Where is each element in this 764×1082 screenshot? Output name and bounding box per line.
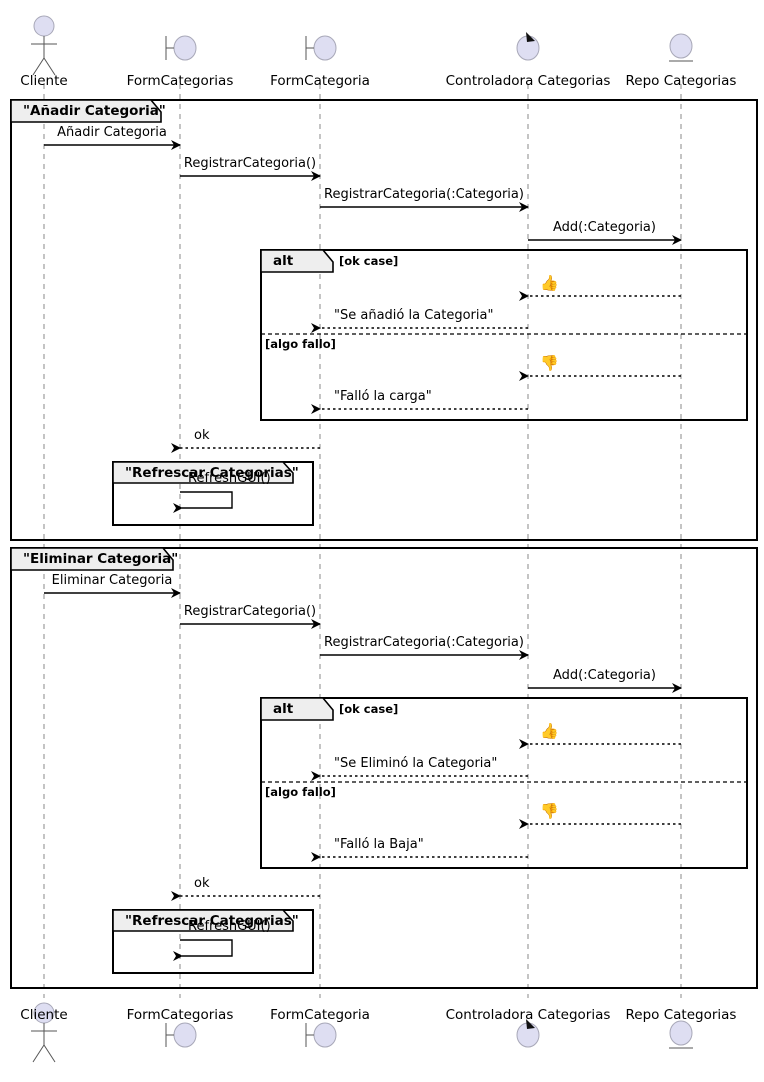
participant-label-bottom-formcategorias: FormCategorias xyxy=(126,1007,234,1023)
thumbs-up-icon: 👍 xyxy=(540,722,559,740)
message-n8-label: "Falló la Baja" xyxy=(334,837,424,852)
message-n10-label: RefreshGUI() xyxy=(188,919,271,934)
fragment-anadir-box xyxy=(10,99,758,541)
fragment-refrescar-2-label: "Refrescar Categorias" xyxy=(125,913,299,929)
control-arrow-icon xyxy=(526,32,535,42)
actor-head-icon xyxy=(33,15,55,37)
fragment-refrescar-1-header xyxy=(112,461,294,484)
participant-label-top-formcategoria: FormCategoria xyxy=(270,73,370,89)
participant-label-bottom-repo-categorias: Repo Categorias xyxy=(625,1007,737,1023)
fragment-refrescar-2-header xyxy=(112,909,294,932)
message-m4-label: Add(:Categoria) xyxy=(553,220,656,235)
message-n4-label: Add(:Categoria) xyxy=(553,668,656,683)
fragment-alt-1-label: alt xyxy=(273,253,294,269)
fragment-alt-2-box xyxy=(260,697,748,869)
fragment-anadir-label: "Añadir Categoria" xyxy=(23,103,166,119)
fragment-refrescar-1-label: "Refrescar Categorias" xyxy=(125,465,299,481)
boundary-circle-icon xyxy=(313,1022,337,1048)
message-m8-label: "Falló la carga" xyxy=(334,389,432,404)
thumbs-up-icon: 👍 xyxy=(540,274,559,292)
message-m2-label: RegistrarCategoria() xyxy=(183,156,317,171)
message-n6-label: "Se Eliminó la Categoria" xyxy=(334,756,498,771)
fragment-alt-2-guard-2: [algo fallo] xyxy=(265,785,336,799)
fragment-alt-1-header xyxy=(260,249,334,273)
entity-circle-icon xyxy=(669,33,693,59)
message-n2-label: RegistrarCategoria() xyxy=(183,604,317,619)
fragment-anadir-header xyxy=(10,99,162,123)
thumbs-down-icon: 👎 xyxy=(540,802,559,820)
actor-leg-l xyxy=(32,1044,45,1063)
message-m9-label: ok xyxy=(194,428,210,443)
message-n1-label: Eliminar Categoria xyxy=(51,573,173,588)
message-m6-label: "Se añadió la Categoria" xyxy=(334,308,494,323)
message-m1-label: Añadir Categoria xyxy=(57,125,167,140)
fragment-alt-2-header xyxy=(260,697,334,721)
boundary-circle-icon xyxy=(173,35,197,61)
fragment-eliminar-label: "Eliminar Categoria" xyxy=(23,551,179,567)
participant-label-top-controladora-categorias: Controladora Categorias xyxy=(445,73,611,89)
fragment-alt-2-label: alt xyxy=(273,701,294,717)
fragment-alt-1-guard-2: [algo fallo] xyxy=(265,337,336,351)
actor-leg-r xyxy=(43,57,56,76)
fragment-alt-2-guard-1: [ok case] xyxy=(339,702,399,716)
message-n9-label: ok xyxy=(194,876,210,891)
boundary-circle-icon xyxy=(313,35,337,61)
fragment-alt-1-box xyxy=(260,249,748,421)
actor-leg-r xyxy=(43,1044,56,1063)
fragment-eliminar-header xyxy=(10,547,174,571)
entity-circle-icon xyxy=(669,1020,693,1046)
fragment-alt-1-guard-1: [ok case] xyxy=(339,254,399,268)
message-m3-label: RegistrarCategoria(:Categoria) xyxy=(324,187,524,202)
participant-label-bottom-cliente: Cliente xyxy=(20,1007,68,1023)
participant-label-bottom-controladora-categorias: Controladora Categorias xyxy=(445,1007,611,1023)
boundary-circle-icon xyxy=(173,1022,197,1048)
message-n10-self-arrow xyxy=(173,939,233,961)
participant-label-top-cliente: Cliente xyxy=(20,73,68,89)
message-m10-label: RefreshGUI() xyxy=(188,471,271,486)
actor-leg-l xyxy=(32,57,45,76)
participant-label-bottom-formcategoria: FormCategoria xyxy=(270,1007,370,1023)
thumbs-down-icon: 👎 xyxy=(540,354,559,372)
fragment-eliminar-box xyxy=(10,547,758,989)
message-n3-label: RegistrarCategoria(:Categoria) xyxy=(324,635,524,650)
participant-label-top-repo-categorias: Repo Categorias xyxy=(625,73,737,89)
message-m10-self-arrow xyxy=(173,491,233,513)
participant-label-top-formcategorias: FormCategorias xyxy=(126,73,234,89)
control-arrow-icon xyxy=(526,1019,535,1029)
